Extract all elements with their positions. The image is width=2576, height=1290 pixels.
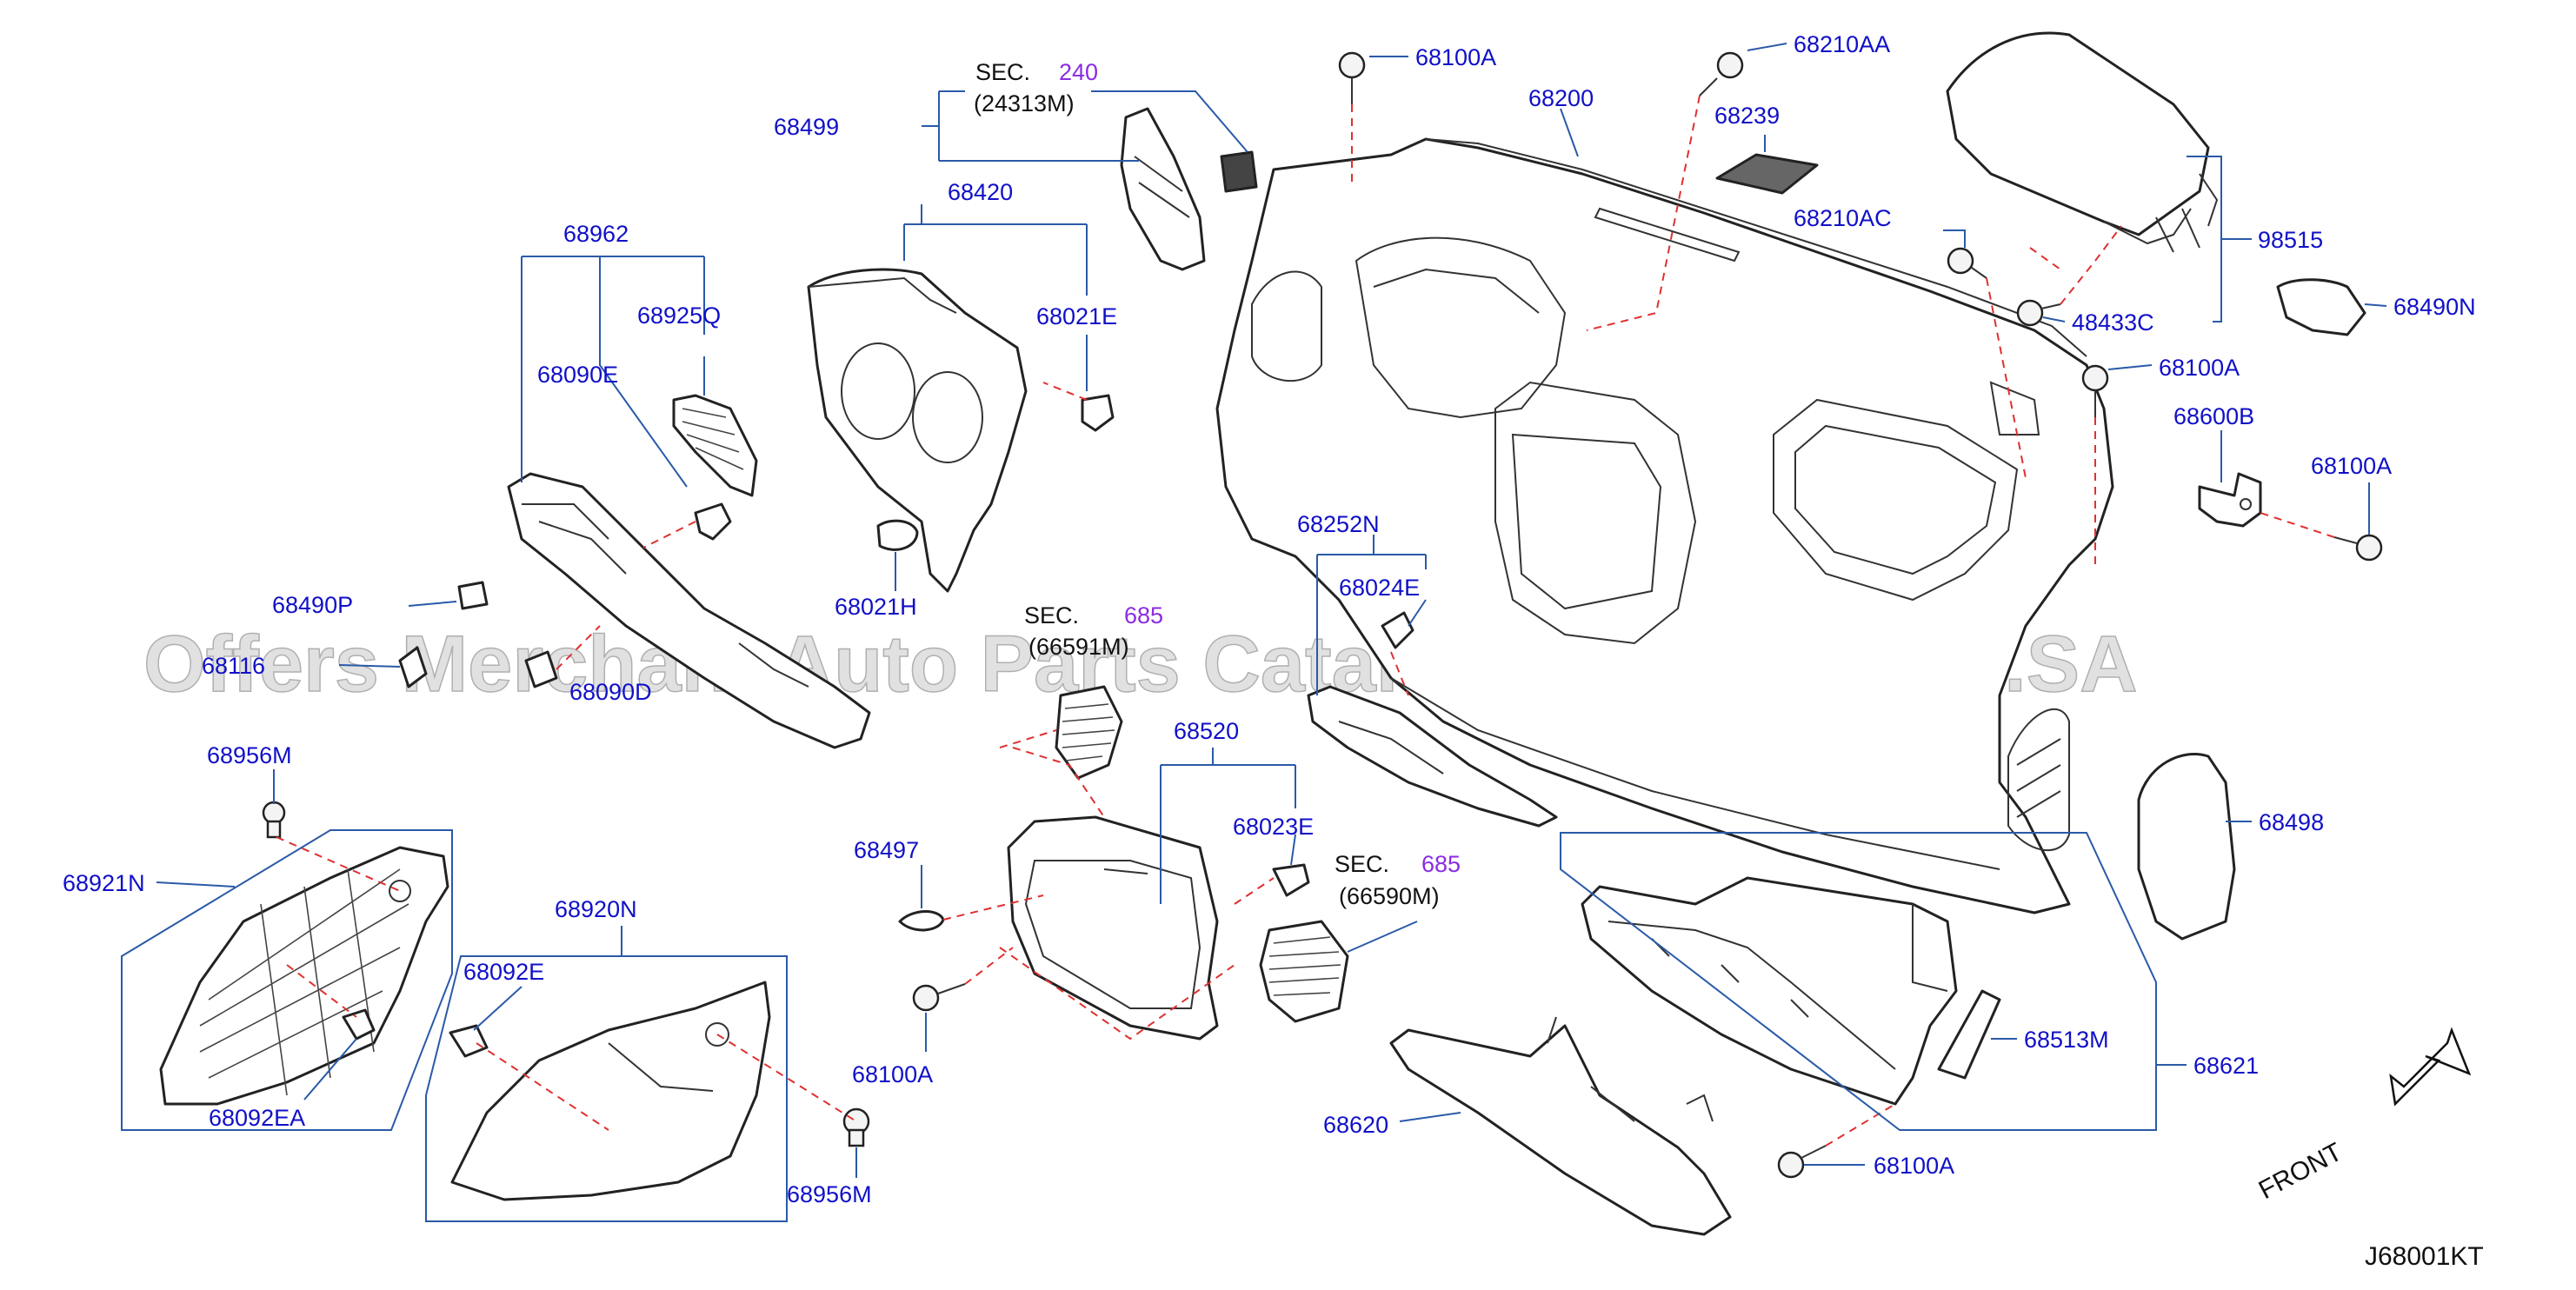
label-68100A-bottom-left[interactable]: 68100A (852, 1061, 933, 1087)
side-cover-68498[interactable] (2137, 752, 2236, 941)
pad-68497[interactable] (898, 910, 945, 932)
label-68200[interactable]: 68200 (1528, 85, 1594, 111)
sec685-right-prefix: SEC. (1335, 851, 1389, 877)
label-68092EA[interactable]: 68092EA (209, 1105, 305, 1131)
clip-68023E[interactable] (1272, 863, 1310, 897)
cap-68490P[interactable] (457, 581, 489, 610)
finisher-68962[interactable] (507, 472, 871, 749)
sec240-prefix: SEC. (975, 59, 1030, 85)
label-68239[interactable]: 68239 (1714, 103, 1780, 129)
sec240-number[interactable]: 240 (1059, 59, 1098, 85)
label-68021H[interactable]: 68021H (835, 594, 917, 620)
screw-68100A-right[interactable] (2333, 534, 2383, 562)
center-finisher-68520[interactable] (1007, 815, 1219, 1041)
screw-68210AC[interactable] (1947, 247, 1987, 279)
label-68925Q[interactable]: 68925Q (637, 303, 721, 329)
label-68116[interactable]: 68116 (202, 653, 265, 679)
sec685-left-number[interactable]: 685 (1124, 602, 1163, 628)
bracket-68600B[interactable] (2198, 472, 2262, 528)
label-68621[interactable]: 68621 (2193, 1053, 2259, 1079)
pad-68239[interactable] (1715, 153, 1819, 195)
side-panel-68920N[interactable] (450, 981, 771, 1201)
sec685-right-sub: (66590M) (1339, 883, 1440, 909)
fastener-68956M-bottom[interactable] (842, 1107, 870, 1147)
label-68920N[interactable]: 68920N (555, 896, 637, 922)
diagram-code: J68001KT (2365, 1242, 2484, 1271)
section-ref-240[interactable]: SEC. 240 (24313M) (974, 59, 1098, 116)
clip-68090E[interactable] (694, 502, 732, 541)
label-68499[interactable]: 68499 (774, 114, 839, 140)
label-68090D[interactable]: 68090D (569, 679, 652, 705)
bracket-68499[interactable] (1120, 107, 1206, 271)
airbag-module-98515[interactable] (1946, 31, 2219, 253)
side-panel-68921N[interactable] (159, 846, 449, 1106)
label-68420[interactable]: 68420 (948, 179, 1013, 205)
label-68100A-right-upper[interactable]: 68100A (2159, 355, 2240, 381)
sec685-left-sub: (66591M) (1028, 634, 1129, 660)
label-68490P[interactable]: 68490P (272, 592, 353, 618)
label-68024E[interactable]: 68024E (1339, 575, 1420, 601)
label-68100A-top[interactable]: 68100A (1415, 44, 1496, 70)
label-68210AA[interactable]: 68210AA (1794, 31, 1890, 57)
clip-68092E[interactable] (449, 1024, 489, 1058)
section-ref-685-left[interactable]: SEC. 685 (66591M) (1024, 602, 1163, 660)
label-68252N[interactable]: 68252N (1297, 511, 1380, 537)
label-68600B[interactable]: 68600B (2173, 403, 2254, 429)
vent-66590M[interactable] (1259, 920, 1349, 1023)
part-labels: 68499 68420 68962 68925Q 68090E 68021E 6… (63, 31, 2476, 1207)
label-68956M-top[interactable]: 68956M (207, 742, 292, 768)
label-68520[interactable]: 68520 (1174, 718, 1239, 744)
cluster-lid-68420[interactable] (807, 268, 1028, 593)
fastener-68956M-top[interactable] (262, 801, 286, 839)
clip-68116[interactable] (398, 646, 428, 688)
label-48433C[interactable]: 48433C (2072, 309, 2154, 336)
label-68490N[interactable]: 68490N (2393, 294, 2476, 320)
screw-68100A-bottom-left[interactable] (912, 983, 966, 1012)
lower-trim-68252N[interactable] (1307, 685, 1558, 828)
screw-68210AA[interactable] (1699, 51, 1744, 96)
clip-68024E[interactable] (1381, 611, 1414, 649)
lower-panel-68620[interactable] (1389, 1016, 1732, 1236)
screw-68100A-top[interactable] (1338, 51, 1366, 104)
screw-48433C[interactable] (2016, 299, 2061, 327)
label-68021E[interactable]: 68021E (1036, 303, 1117, 329)
pad-24313M[interactable] (1220, 150, 1258, 193)
label-68956M-bottom[interactable]: 68956M (787, 1181, 872, 1207)
front-indicator: FRONT (2254, 1027, 2472, 1206)
cap-68490N[interactable] (2276, 278, 2366, 336)
label-68023E[interactable]: 68023E (1233, 814, 1314, 840)
sec240-sub: (24313M) (974, 90, 1075, 116)
label-68620[interactable]: 68620 (1323, 1112, 1388, 1138)
cap-68021H[interactable] (876, 519, 919, 551)
label-68962[interactable]: 68962 (563, 221, 629, 247)
clip-68092EA[interactable] (342, 1008, 376, 1041)
label-68100A-bottom[interactable]: 68100A (1874, 1153, 1954, 1179)
label-68513M[interactable]: 68513M (2024, 1027, 2109, 1053)
label-98515[interactable]: 98515 (2258, 227, 2323, 253)
label-68100A-right[interactable]: 68100A (2311, 453, 2392, 479)
label-68092E[interactable]: 68092E (463, 959, 544, 985)
label-68498[interactable]: 68498 (2259, 809, 2324, 835)
front-arrow-icon (2389, 1027, 2472, 1107)
section-ref-685-right[interactable]: SEC. 685 (66590M) (1335, 851, 1461, 909)
glove-box-68621[interactable] (1581, 876, 1958, 1106)
label-68921N[interactable]: 68921N (63, 870, 145, 896)
screw-68100A-bottom[interactable] (1777, 1145, 1827, 1179)
instrument-panel-68200[interactable] (1215, 137, 2114, 914)
front-label: FRONT (2254, 1138, 2347, 1206)
leader-lines (121, 43, 2387, 1222)
screw-68100A-right-upper[interactable] (2081, 364, 2109, 417)
switch-68925Q[interactable] (672, 394, 758, 497)
clip-68090D[interactable] (524, 650, 558, 688)
dashed-connectors (276, 95, 2335, 1147)
label-68497[interactable]: 68497 (854, 837, 919, 863)
label-68090E[interactable]: 68090E (537, 362, 618, 388)
clip-68021E[interactable] (1081, 394, 1115, 432)
switch-68513M[interactable] (1937, 989, 2001, 1080)
sec685-left-prefix: SEC. (1024, 602, 1079, 628)
label-68210AC[interactable]: 68210AC (1794, 205, 1892, 231)
vent-66591M[interactable] (1055, 685, 1123, 780)
sec685-right-number[interactable]: 685 (1421, 851, 1461, 877)
